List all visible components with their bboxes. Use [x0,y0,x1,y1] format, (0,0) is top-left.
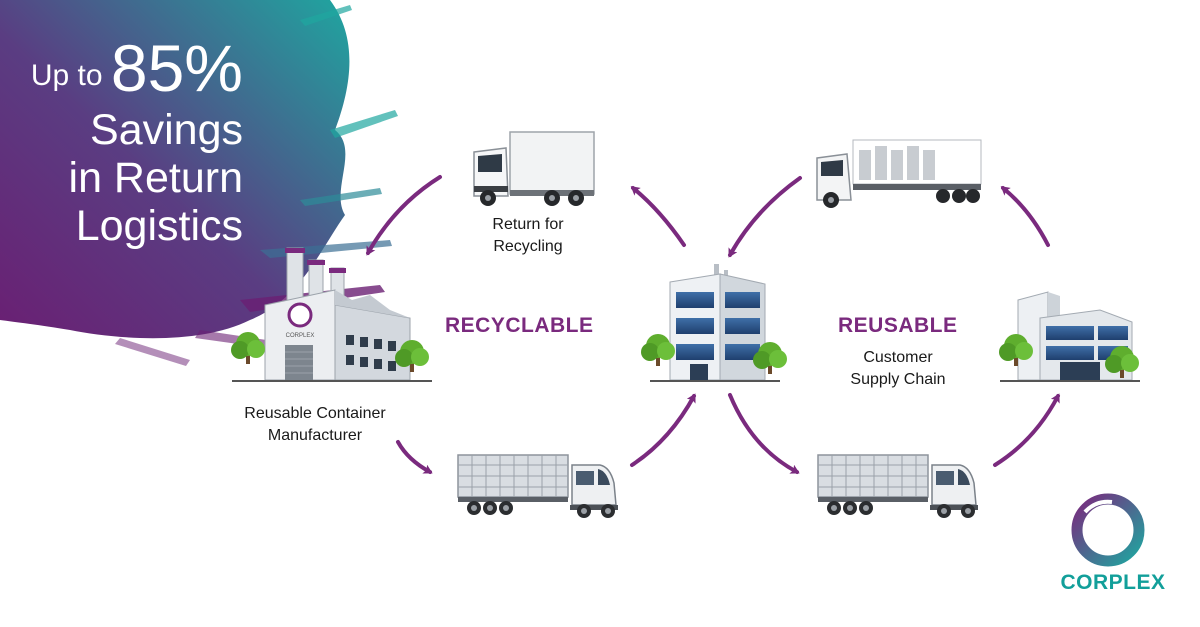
factory-logo-text: CORPLEX [286,333,315,339]
manufacturer-label-line-1: Reusable Container [244,405,386,422]
paint-splash [0,0,398,366]
reusable-label: REUSABLE [838,314,958,337]
box-truck-icon [473,131,595,206]
factory-icon: CORPLEX [231,247,432,382]
return-label-line-1: Return for [492,216,564,233]
headline-line-3: in Return [68,154,243,202]
corplex-ring-logo-icon [1071,493,1145,567]
customer-label-line-2: Supply Chain [850,371,946,388]
headline-percent: 85% [110,31,243,105]
headline-prefix: Up to [30,59,103,92]
return-label-line-2: Recycling [493,238,563,255]
customer-label-line-1: Customer [863,349,933,366]
livestock-truck-icon [817,454,979,519]
flatbed-truck-icon [816,139,982,208]
livestock-truck-icon [457,454,619,519]
recyclable-label: RECYCLABLE [445,314,594,337]
return-for-recycling-label: Return for Recycling [458,214,598,258]
headline-line-4: Logistics [75,202,243,250]
headline: Up to 85% Savings in Return Logistics [18,35,243,250]
cycle-arrows [366,175,1060,474]
customer-supply-chain-label: Customer Supply Chain [828,347,968,391]
headline-line-2: Savings [90,106,243,154]
office-building-icon [641,264,787,382]
manufacturer-label-line-2: Manufacturer [267,427,363,444]
brand-name: CORPLEX [1060,571,1166,594]
corporate-building-icon [999,291,1140,382]
reusable-container-manufacturer-label: Reusable Container Manufacturer [215,403,415,447]
